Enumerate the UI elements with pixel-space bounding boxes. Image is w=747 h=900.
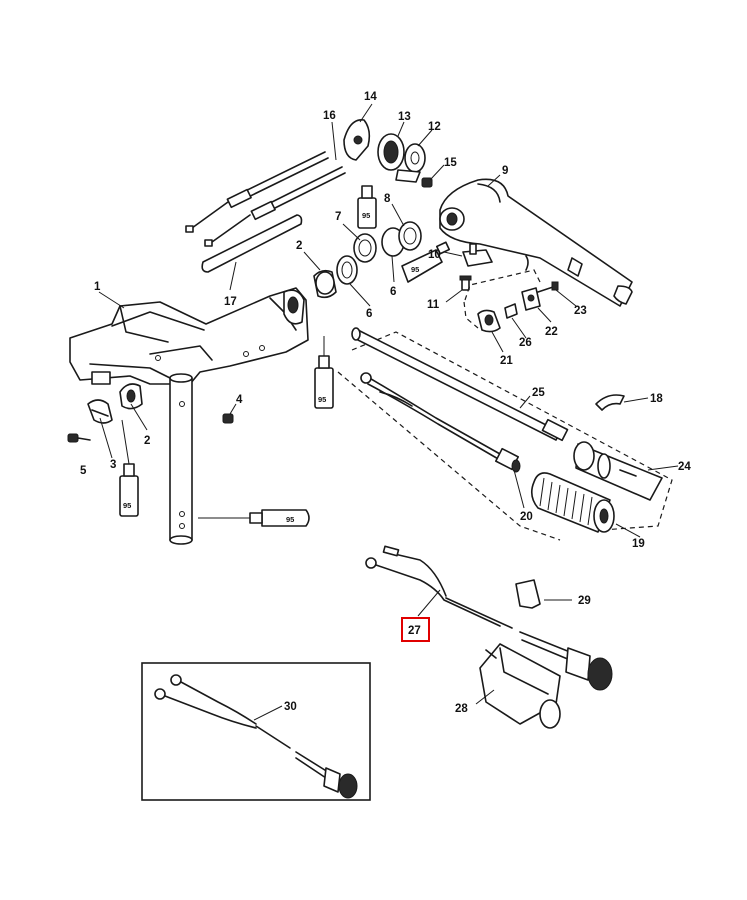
- part-label-12[interactable]: 12: [428, 121, 441, 133]
- harness-bracket[interactable]: [479, 643, 561, 729]
- throttle-cables[interactable]: [185, 151, 346, 247]
- part-label-26[interactable]: 26: [519, 337, 532, 349]
- wire-harness-30[interactable]: [154, 674, 358, 799]
- tiller-handle[interactable]: [439, 178, 633, 307]
- part-label-8[interactable]: 8: [384, 193, 391, 205]
- part-label-21[interactable]: 21: [500, 355, 513, 367]
- part-label-23[interactable]: 23: [574, 305, 587, 317]
- part-label-14[interactable]: 14: [364, 91, 377, 103]
- shaft-group-outline: [337, 331, 673, 541]
- part-label-11[interactable]: 11: [427, 299, 440, 311]
- part-label-6[interactable]: 6: [390, 286, 396, 298]
- friction-piece[interactable]: [595, 394, 625, 411]
- alternate-harness-inset: [141, 662, 371, 801]
- tube-label: 95: [411, 265, 419, 274]
- grip-core[interactable]: [573, 441, 663, 501]
- part-label-15[interactable]: 15: [444, 157, 457, 169]
- part-label-29[interactable]: 29: [578, 595, 591, 607]
- part-label-22[interactable]: 22: [545, 326, 558, 338]
- lubricant-tube-mid: 95: [401, 241, 451, 283]
- lower-bushing[interactable]: [119, 383, 143, 410]
- tube-label: 95: [362, 211, 370, 220]
- part-label-6[interactable]: 6: [366, 308, 372, 320]
- part-label-13[interactable]: 13: [398, 111, 411, 123]
- screw-11[interactable]: [459, 275, 472, 291]
- bracket-10[interactable]: [462, 243, 493, 267]
- screw-4[interactable]: [222, 413, 234, 424]
- lubricant-tube-bottom-left: 95: [119, 419, 139, 517]
- bushing-washers[interactable]: [313, 221, 422, 299]
- part-label-30[interactable]: 30: [284, 701, 297, 713]
- part-label-24[interactable]: 24: [678, 461, 691, 473]
- part-labels: 1 2 2 3 4 5 6 6 7 8 9 10 11 12 13 14 15 …: [80, 91, 691, 715]
- part-label-2[interactable]: 2: [144, 435, 150, 447]
- detent-assembly[interactable]: [463, 269, 559, 333]
- handle-grip[interactable]: [530, 472, 615, 533]
- throttle-shaft[interactable]: [351, 327, 569, 442]
- part-label-20[interactable]: 20: [520, 511, 533, 523]
- part-label-7[interactable]: 7: [335, 211, 341, 223]
- retainer-clip[interactable]: [515, 579, 541, 609]
- part-label-25[interactable]: 25: [532, 387, 545, 399]
- part-label-9[interactable]: 9: [502, 165, 508, 177]
- part-label-28[interactable]: 28: [455, 703, 468, 715]
- part-label-27[interactable]: 27: [408, 625, 421, 637]
- part-label-16[interactable]: 16: [323, 110, 336, 122]
- part-label-10[interactable]: 10: [428, 249, 441, 261]
- part-label-17[interactable]: 17: [224, 296, 237, 308]
- part-label-18[interactable]: 18: [650, 393, 663, 405]
- lubricant-tube-top: 95: [357, 185, 377, 229]
- cam-plate-assembly[interactable]: [343, 119, 426, 183]
- cable-sleeve[interactable]: [201, 214, 303, 291]
- part-27-highlight: [401, 617, 430, 642]
- leader-lines: [98, 103, 679, 721]
- lubricant-tube-left: 95: [314, 336, 334, 409]
- tube-label: 95: [123, 501, 131, 510]
- part-label-1[interactable]: 1: [94, 281, 101, 293]
- wire-harness-27[interactable]: [365, 545, 613, 691]
- tube-label: 95: [286, 515, 294, 524]
- part-label-2[interactable]: 2: [296, 240, 302, 252]
- tube-label: 95: [318, 395, 326, 404]
- lubricant-tube-right: 95: [198, 509, 310, 527]
- part-label-4[interactable]: 4: [236, 394, 243, 406]
- screw-5[interactable]: [67, 433, 91, 443]
- stop-switch-harness[interactable]: [360, 372, 521, 473]
- screw-15[interactable]: [421, 177, 433, 188]
- part-label-5[interactable]: 5: [80, 465, 87, 477]
- steering-bracket[interactable]: [69, 287, 309, 545]
- part-label-3[interactable]: 3: [110, 459, 116, 471]
- clip-3[interactable]: [87, 399, 113, 424]
- part-label-19[interactable]: 19: [632, 538, 645, 550]
